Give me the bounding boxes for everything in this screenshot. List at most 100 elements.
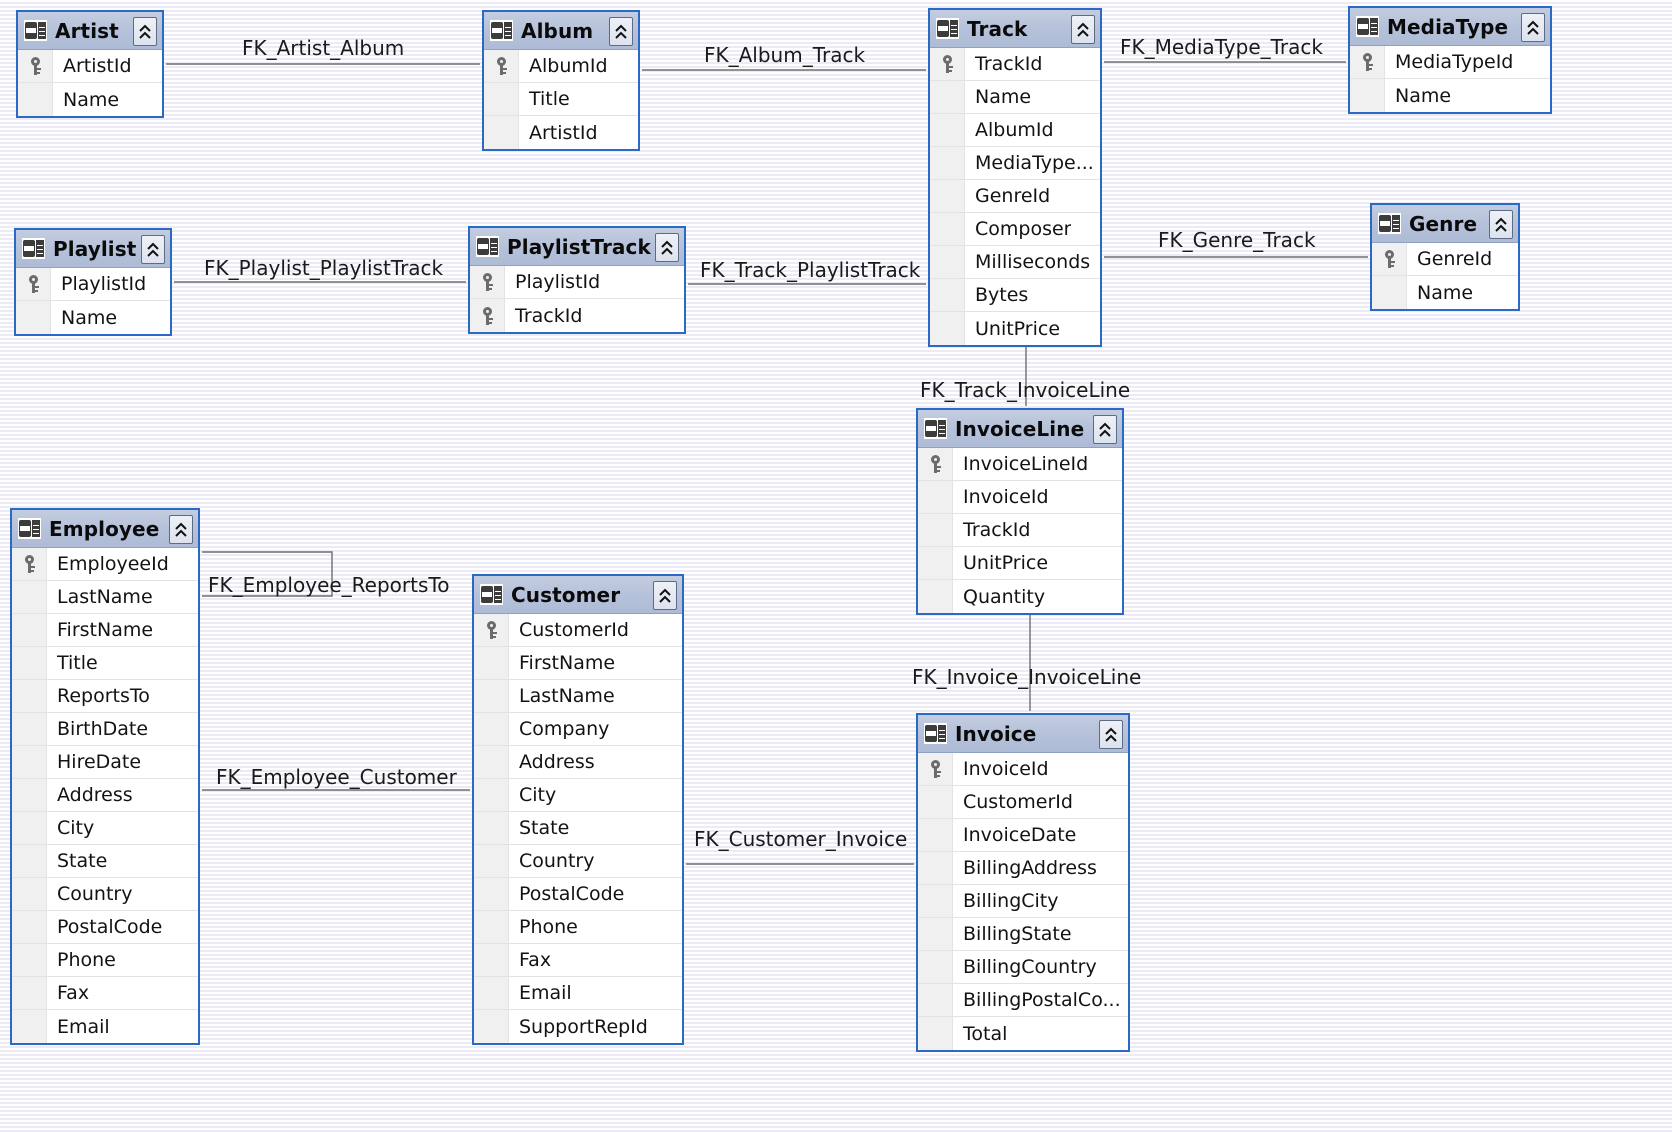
entity-column-row[interactable]: CustomerId xyxy=(918,786,1128,819)
entity-column-row[interactable]: PlaylistId xyxy=(16,268,170,301)
entity-column-row[interactable]: PostalCode xyxy=(474,878,682,911)
relationship-label-fk_track_invoiceline[interactable]: FK_Track_InvoiceLine xyxy=(920,378,1131,402)
entity-table-header-invoice[interactable]: Invoice xyxy=(918,715,1128,753)
entity-column-row[interactable]: Email xyxy=(474,977,682,1010)
entity-column-row[interactable]: AlbumId xyxy=(484,50,638,83)
entity-column-row[interactable]: UnitPrice xyxy=(918,547,1122,580)
chevron-up-double-icon[interactable] xyxy=(655,233,679,262)
entity-column-row[interactable]: InvoiceDate xyxy=(918,819,1128,852)
relationship-label-fk_artist_album[interactable]: FK_Artist_Album xyxy=(242,36,405,60)
entity-column-row[interactable]: BillingAddress xyxy=(918,852,1128,885)
entity-column-row[interactable]: ArtistId xyxy=(18,50,162,83)
entity-column-row[interactable]: Country xyxy=(474,845,682,878)
entity-column-row[interactable]: ArtistId xyxy=(484,116,638,149)
entity-column-row[interactable]: Name xyxy=(16,301,170,334)
entity-column-row[interactable]: ReportsTo xyxy=(12,680,198,713)
entity-column-row[interactable]: Fax xyxy=(474,944,682,977)
entity-column-row[interactable]: HireDate xyxy=(12,746,198,779)
chevron-up-double-icon[interactable] xyxy=(141,235,165,264)
entity-table-header-artist[interactable]: Artist xyxy=(18,12,162,50)
chevron-up-double-icon[interactable] xyxy=(609,17,633,46)
entity-column-row[interactable]: Fax xyxy=(12,977,198,1010)
entity-column-row[interactable]: City xyxy=(474,779,682,812)
chevron-up-double-icon[interactable] xyxy=(1521,13,1545,42)
entity-column-row[interactable]: MediaTypeId xyxy=(1350,46,1550,79)
entity-column-row[interactable]: Bytes xyxy=(930,279,1100,312)
entity-column-row[interactable]: State xyxy=(12,845,198,878)
entity-column-row[interactable]: AlbumId xyxy=(930,114,1100,147)
entity-column-row[interactable]: Title xyxy=(12,647,198,680)
entity-column-row[interactable]: EmployeeId xyxy=(12,548,198,581)
entity-column-row[interactable]: City xyxy=(12,812,198,845)
entity-column-row[interactable]: CustomerId xyxy=(474,614,682,647)
chevron-up-double-icon[interactable] xyxy=(169,515,193,544)
entity-table-header-customer[interactable]: Customer xyxy=(474,576,682,614)
entity-column-row[interactable]: BirthDate xyxy=(12,713,198,746)
entity-column-row[interactable]: BillingCity xyxy=(918,885,1128,918)
entity-column-row[interactable]: UnitPrice xyxy=(930,312,1100,345)
entity-column-row[interactable]: BillingCountry xyxy=(918,951,1128,984)
chevron-up-double-icon[interactable] xyxy=(133,17,157,46)
entity-column-row[interactable]: Name xyxy=(18,83,162,116)
entity-column-row[interactable]: MediaType... xyxy=(930,147,1100,180)
entity-column-row[interactable]: GenreId xyxy=(930,180,1100,213)
entity-table-header-employee[interactable]: Employee xyxy=(12,510,198,548)
entity-column-row[interactable]: Title xyxy=(484,83,638,116)
chevron-up-double-icon[interactable] xyxy=(653,581,677,610)
entity-column-row[interactable]: Email xyxy=(12,1010,198,1043)
entity-table-header-album[interactable]: Album xyxy=(484,12,638,50)
relationship-label-fk_track_playlisttrack[interactable]: FK_Track_PlaylistTrack xyxy=(700,258,921,282)
relationship-label-fk_album_track[interactable]: FK_Album_Track xyxy=(704,43,866,67)
entity-column-row[interactable]: Name xyxy=(1350,79,1550,112)
relationship-label-fk_invoice_invoiceline[interactable]: FK_Invoice_InvoiceLine xyxy=(912,665,1142,689)
relationship-label-fk_playlist_playlisttrack[interactable]: FK_Playlist_PlaylistTrack xyxy=(204,256,444,280)
entity-column-row[interactable]: FirstName xyxy=(474,647,682,680)
entity-column-row[interactable]: PostalCode xyxy=(12,911,198,944)
entity-column-row[interactable]: InvoiceId xyxy=(918,753,1128,786)
entity-table-header-genre[interactable]: Genre xyxy=(1372,205,1518,243)
relationship-label-fk_genre_track[interactable]: FK_Genre_Track xyxy=(1158,228,1316,252)
entity-column-row[interactable]: Country xyxy=(12,878,198,911)
entity-column-row[interactable]: Phone xyxy=(12,944,198,977)
relationship-label-fk_mediatype_track[interactable]: FK_MediaType_Track xyxy=(1120,35,1323,59)
entity-table-header-mediatype[interactable]: MediaType xyxy=(1350,8,1550,46)
entity-column-row[interactable]: GenreId xyxy=(1372,243,1518,276)
entity-column-row[interactable]: BillingPostalCo... xyxy=(918,984,1128,1017)
chevron-up-double-icon[interactable] xyxy=(1093,415,1117,444)
entity-column-row[interactable]: Composer xyxy=(930,213,1100,246)
entity-column-row[interactable]: Name xyxy=(1372,276,1518,309)
chevron-up-double-icon[interactable] xyxy=(1489,210,1513,239)
entity-column-row[interactable]: PlaylistId xyxy=(470,266,684,299)
relationship-label-fk_customer_invoice[interactable]: FK_Customer_Invoice xyxy=(694,827,908,851)
entity-column-row[interactable]: LastName xyxy=(474,680,682,713)
entity-column-row[interactable]: FirstName xyxy=(12,614,198,647)
chevron-up-double-icon[interactable] xyxy=(1099,720,1123,749)
entity-column-row[interactable]: InvoiceId xyxy=(918,481,1122,514)
entity-column-row[interactable]: Address xyxy=(474,746,682,779)
entity-column-row[interactable]: SupportRepId xyxy=(474,1010,682,1043)
entity-table-header-playlisttrack[interactable]: PlaylistTrack xyxy=(470,228,684,266)
entity-column-row[interactable]: Address xyxy=(12,779,198,812)
entity-column-row[interactable]: Quantity xyxy=(918,580,1122,613)
entity-column-row[interactable]: Phone xyxy=(474,911,682,944)
entity-table-header-invoiceline[interactable]: InvoiceLine xyxy=(918,410,1122,448)
entity-table-header-track[interactable]: Track xyxy=(930,10,1100,48)
entity-column-row[interactable]: TrackId xyxy=(470,299,684,332)
entity-column-row[interactable]: Total xyxy=(918,1017,1128,1050)
entity-column-row[interactable]: Company xyxy=(474,713,682,746)
entity-column-row[interactable]: Name xyxy=(930,81,1100,114)
relationship-label-fk_employee_reportsto[interactable]: FK_Employee_ReportsTo xyxy=(208,573,450,597)
entity-column-row[interactable]: TrackId xyxy=(930,48,1100,81)
entity-column-row[interactable]: BillingState xyxy=(918,918,1128,951)
